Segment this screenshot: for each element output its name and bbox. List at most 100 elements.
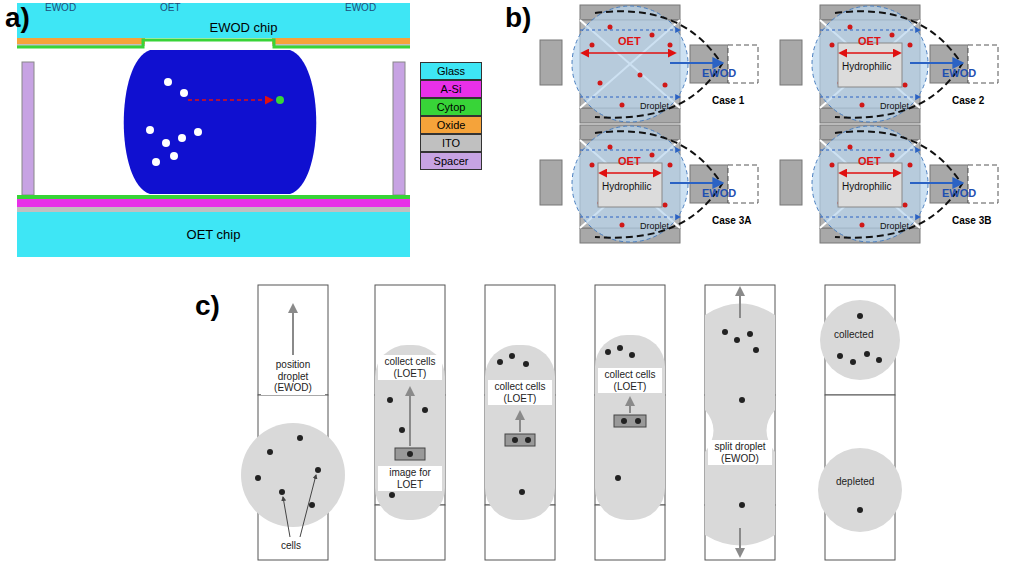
panel-letter: b) bbox=[505, 2, 531, 34]
force-label: OET bbox=[858, 35, 881, 48]
result-label: collected bbox=[834, 329, 873, 341]
circle-shape bbox=[194, 128, 202, 136]
circle-shape bbox=[509, 353, 515, 359]
chip-name: OET chip bbox=[187, 227, 241, 242]
droplets bbox=[241, 300, 902, 546]
case-label: Case 3B bbox=[952, 215, 991, 227]
leader-lines bbox=[283, 475, 316, 537]
circle-shape bbox=[241, 423, 345, 527]
circle-shape bbox=[734, 337, 740, 343]
electrode-strips bbox=[258, 285, 895, 560]
legend-text: ITO bbox=[442, 137, 460, 149]
use-shape bbox=[780, 125, 998, 243]
circle-shape bbox=[407, 451, 413, 457]
force-label: EWOD bbox=[942, 67, 976, 80]
path-shape bbox=[124, 50, 317, 194]
circle-shape bbox=[279, 489, 285, 495]
step-label: position droplet (EWOD) bbox=[261, 358, 325, 395]
step-label: collect cells (LOET) bbox=[488, 380, 552, 405]
line-shape bbox=[600, 172, 660, 174]
circle-shape bbox=[387, 397, 393, 403]
rect-shape bbox=[258, 285, 328, 395]
legend-item: ITO bbox=[420, 134, 482, 152]
circle-shape bbox=[164, 78, 172, 86]
rect-shape bbox=[17, 199, 410, 207]
circle-shape bbox=[739, 502, 745, 508]
line-shape bbox=[840, 52, 900, 54]
electrode-label: EWOD bbox=[345, 2, 376, 14]
case-label: Case 1 bbox=[712, 95, 744, 107]
circle-shape bbox=[818, 448, 902, 532]
line-shape bbox=[409, 388, 411, 446]
panel-letter: c) bbox=[195, 290, 220, 322]
droplet-label: Droplet bbox=[880, 221, 909, 231]
force-label: OET bbox=[618, 155, 641, 168]
step-label: collect cells (LOET) bbox=[598, 368, 662, 393]
circle-shape bbox=[309, 502, 315, 508]
legend-item: A-Si bbox=[420, 80, 482, 98]
circle-shape bbox=[523, 361, 529, 367]
circle-shape bbox=[170, 152, 178, 160]
circle-shape bbox=[857, 313, 863, 319]
circle-shape bbox=[519, 489, 525, 495]
circle-shape bbox=[497, 359, 503, 365]
rect-shape bbox=[375, 285, 445, 395]
circle-shape bbox=[722, 329, 728, 335]
line-shape bbox=[188, 99, 272, 101]
circle-shape bbox=[864, 351, 870, 357]
line-shape bbox=[300, 475, 316, 537]
cells bbox=[255, 313, 882, 513]
circle-shape bbox=[617, 345, 623, 351]
circle-shape bbox=[629, 352, 635, 358]
rect-shape bbox=[485, 345, 555, 520]
path-shape bbox=[17, 40, 410, 47]
case-drawing bbox=[540, 5, 758, 123]
electrode-label: OET bbox=[160, 2, 181, 14]
circle-shape bbox=[255, 475, 261, 481]
use-shape bbox=[780, 5, 998, 123]
circle-shape bbox=[512, 437, 518, 443]
force-label: EWOD bbox=[702, 187, 736, 200]
line-shape bbox=[292, 305, 294, 355]
oet-cross-section bbox=[17, 15, 410, 212]
circle-shape bbox=[152, 158, 160, 166]
legend-text: Spacer bbox=[434, 155, 469, 167]
force-label: EWOD bbox=[702, 67, 736, 80]
use-shape bbox=[838, 43, 902, 87]
region-label: Hydrophilic bbox=[842, 61, 891, 73]
rect-shape bbox=[614, 415, 646, 427]
droplet-label: Droplet bbox=[880, 101, 909, 111]
circle-shape bbox=[267, 449, 273, 455]
case-drawing bbox=[780, 125, 998, 243]
droplet-label: Droplet bbox=[640, 101, 669, 111]
force-label: OET bbox=[618, 35, 641, 48]
case-drawing bbox=[780, 5, 998, 123]
panel-letter: a) bbox=[5, 2, 30, 34]
rect-shape bbox=[17, 38, 145, 45]
circle-shape bbox=[389, 492, 395, 498]
circle-shape bbox=[635, 418, 641, 424]
circle-shape bbox=[605, 349, 611, 355]
legend-item: Spacer bbox=[420, 152, 482, 170]
legend-text: Oxide bbox=[437, 119, 466, 131]
callout-label: cells bbox=[281, 540, 301, 552]
motion-arrows bbox=[293, 288, 740, 556]
rect-shape bbox=[595, 335, 665, 520]
case-drawing bbox=[540, 125, 758, 243]
case-label: Case 3A bbox=[712, 215, 751, 227]
legend-text: A-Si bbox=[441, 83, 462, 95]
glass-layer: OET chip bbox=[17, 212, 410, 257]
case-label: Case 2 bbox=[952, 95, 984, 107]
line-shape bbox=[283, 497, 290, 537]
use-shape bbox=[598, 163, 662, 207]
region-label: Hydrophilic bbox=[842, 181, 891, 193]
legend-item: Cytop bbox=[420, 98, 482, 116]
step-label: image for LOET bbox=[378, 466, 442, 491]
use-shape bbox=[838, 163, 902, 207]
circle-shape bbox=[180, 89, 188, 97]
circle-shape bbox=[753, 347, 759, 353]
rect-shape bbox=[17, 195, 410, 199]
circle-shape bbox=[857, 507, 863, 513]
force-label: OET bbox=[858, 155, 881, 168]
